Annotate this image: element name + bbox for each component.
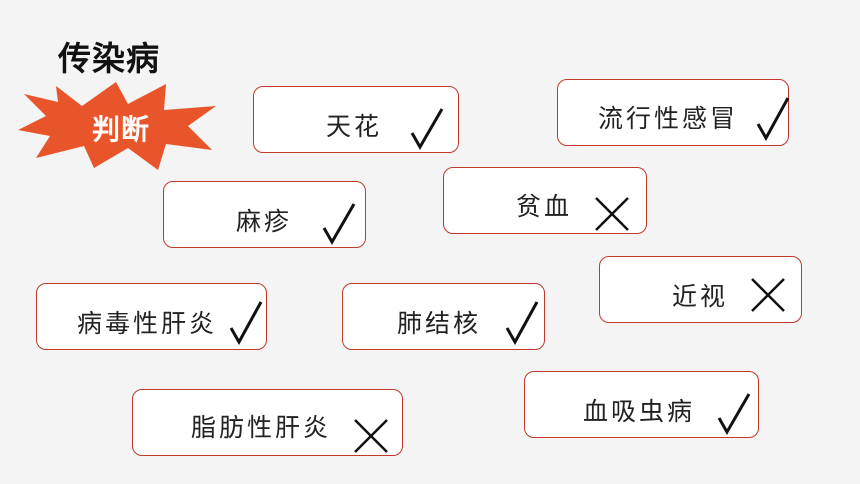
check-icon	[322, 203, 356, 246]
answer-card-anemia: 贫血	[443, 167, 647, 234]
card-label: 肺结核	[397, 309, 482, 338]
answer-card-viral-hepatitis: 病毒性肝炎	[36, 283, 267, 350]
cross-icon	[354, 419, 388, 453]
check-icon	[410, 108, 444, 151]
answer-card-influenza: 流行性感冒	[557, 79, 790, 146]
answer-card-schistosomiasis: 血吸虫病	[524, 371, 759, 438]
answer-card-measles: 麻疹	[163, 181, 366, 248]
judge-badge: 判断	[16, 80, 218, 172]
card-label: 脂肪性肝炎	[191, 413, 332, 442]
card-label: 贫血	[516, 192, 573, 221]
page-title: 传染病	[58, 39, 160, 78]
card-label: 近视	[672, 282, 729, 311]
answer-card-smallpox: 天花	[253, 86, 459, 153]
card-label: 血吸虫病	[583, 397, 696, 426]
cross-icon	[595, 197, 629, 231]
cross-icon	[751, 278, 785, 312]
answer-card-fatty-liver: 脂肪性肝炎	[132, 389, 403, 456]
check-icon	[756, 97, 790, 142]
check-icon	[505, 301, 539, 346]
answer-card-myopia: 近视	[599, 256, 802, 323]
card-label: 麻疹	[236, 207, 293, 236]
card-label: 天花	[326, 112, 383, 141]
answer-card-tuberculosis: 肺结核	[342, 283, 545, 350]
card-label: 病毒性肝炎	[77, 309, 218, 338]
starburst-icon	[18, 82, 216, 170]
card-label: 流行性感冒	[598, 104, 739, 133]
check-icon	[717, 393, 751, 436]
check-icon	[229, 301, 263, 346]
judge-badge-label: 判断	[92, 113, 151, 146]
